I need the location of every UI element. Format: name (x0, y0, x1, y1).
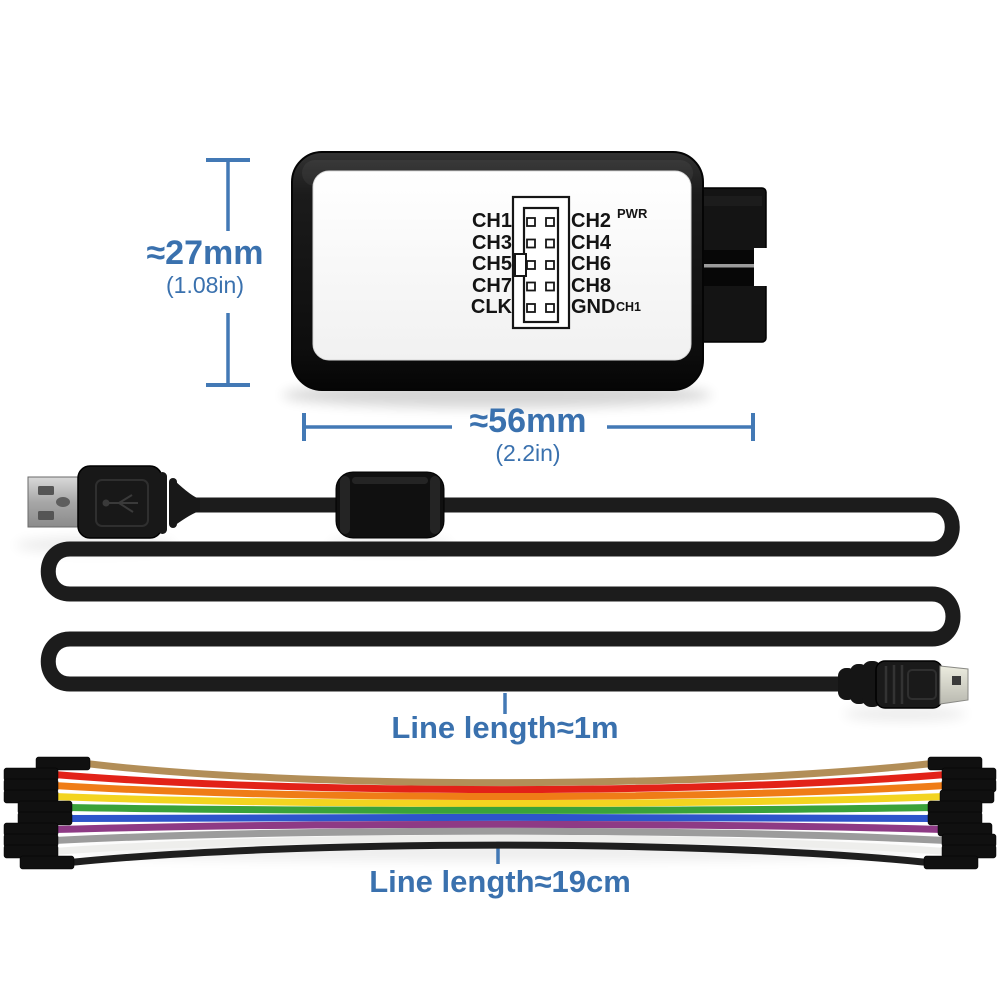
dimension-lines (206, 158, 755, 864)
logic-analyzer-device (291, 151, 768, 391)
ferrite-bead (335, 471, 445, 539)
dupont-connectors-left (3, 756, 91, 870)
ribbon-wire (50, 834, 950, 855)
ribbon-wire (50, 793, 948, 807)
usb-a-metal-shell (27, 476, 81, 528)
ribbon-wire (64, 813, 936, 822)
ribbon-wire (50, 827, 950, 844)
pin-label: CH5 (471, 253, 512, 275)
gnd-sub-label: CH1 (616, 300, 642, 314)
pin-label: CH3 (471, 231, 512, 254)
pin-header-diagram (511, 195, 571, 330)
pin-squares (526, 217, 555, 313)
mini-usb-connector (838, 660, 969, 709)
width-dimension-inches: (2.2in) (495, 440, 561, 466)
pin-labels-right: CH2 CH4 CH6 CH8 GND (571, 210, 671, 319)
pin-label: CH7 (471, 274, 512, 297)
pin-label: CH8 (571, 274, 612, 297)
pwr-label: PWR (617, 206, 648, 221)
height-dimension-inches: (1.08in) (166, 272, 244, 298)
ribbon-wire (50, 782, 950, 801)
usb-cable-length-label: Line length≈1m (391, 710, 619, 745)
pin-label: CLK (470, 296, 512, 318)
usb-cable-wire (40, 497, 961, 692)
usb-a-connector (27, 465, 200, 539)
ribbon-wire (82, 760, 936, 787)
pin-label: CH1 (471, 210, 512, 232)
pin-label: GND (571, 296, 616, 318)
height-dimension-value: ≈27mm (146, 234, 264, 272)
ribbon-wire (66, 841, 932, 866)
pin-label: CH4 (571, 231, 612, 254)
ribbon-wires (50, 760, 950, 866)
dupont-connectors-right (923, 756, 997, 870)
device-label-sticker (312, 170, 692, 361)
pin-label: CH2 (571, 210, 612, 232)
ribbon-cable-length-label: Line length≈19cm (369, 864, 631, 899)
usb-logo-emboss (102, 494, 138, 513)
side-pin-connector (697, 187, 768, 343)
ribbon-wire (50, 820, 946, 833)
height-dimension-line (206, 158, 250, 387)
ribbon-wire (64, 804, 936, 814)
width-dimension-value: ≈56mm (469, 402, 587, 440)
width-dimension-line (302, 413, 755, 441)
pin-labels-left: CH1 CH3 CH5 CH7 CLK (400, 210, 512, 319)
pin-label: CH6 (571, 253, 612, 275)
usb-cable (27, 465, 969, 709)
ribbon-jumper-cable (3, 756, 997, 870)
ribbon-wire (50, 771, 950, 794)
